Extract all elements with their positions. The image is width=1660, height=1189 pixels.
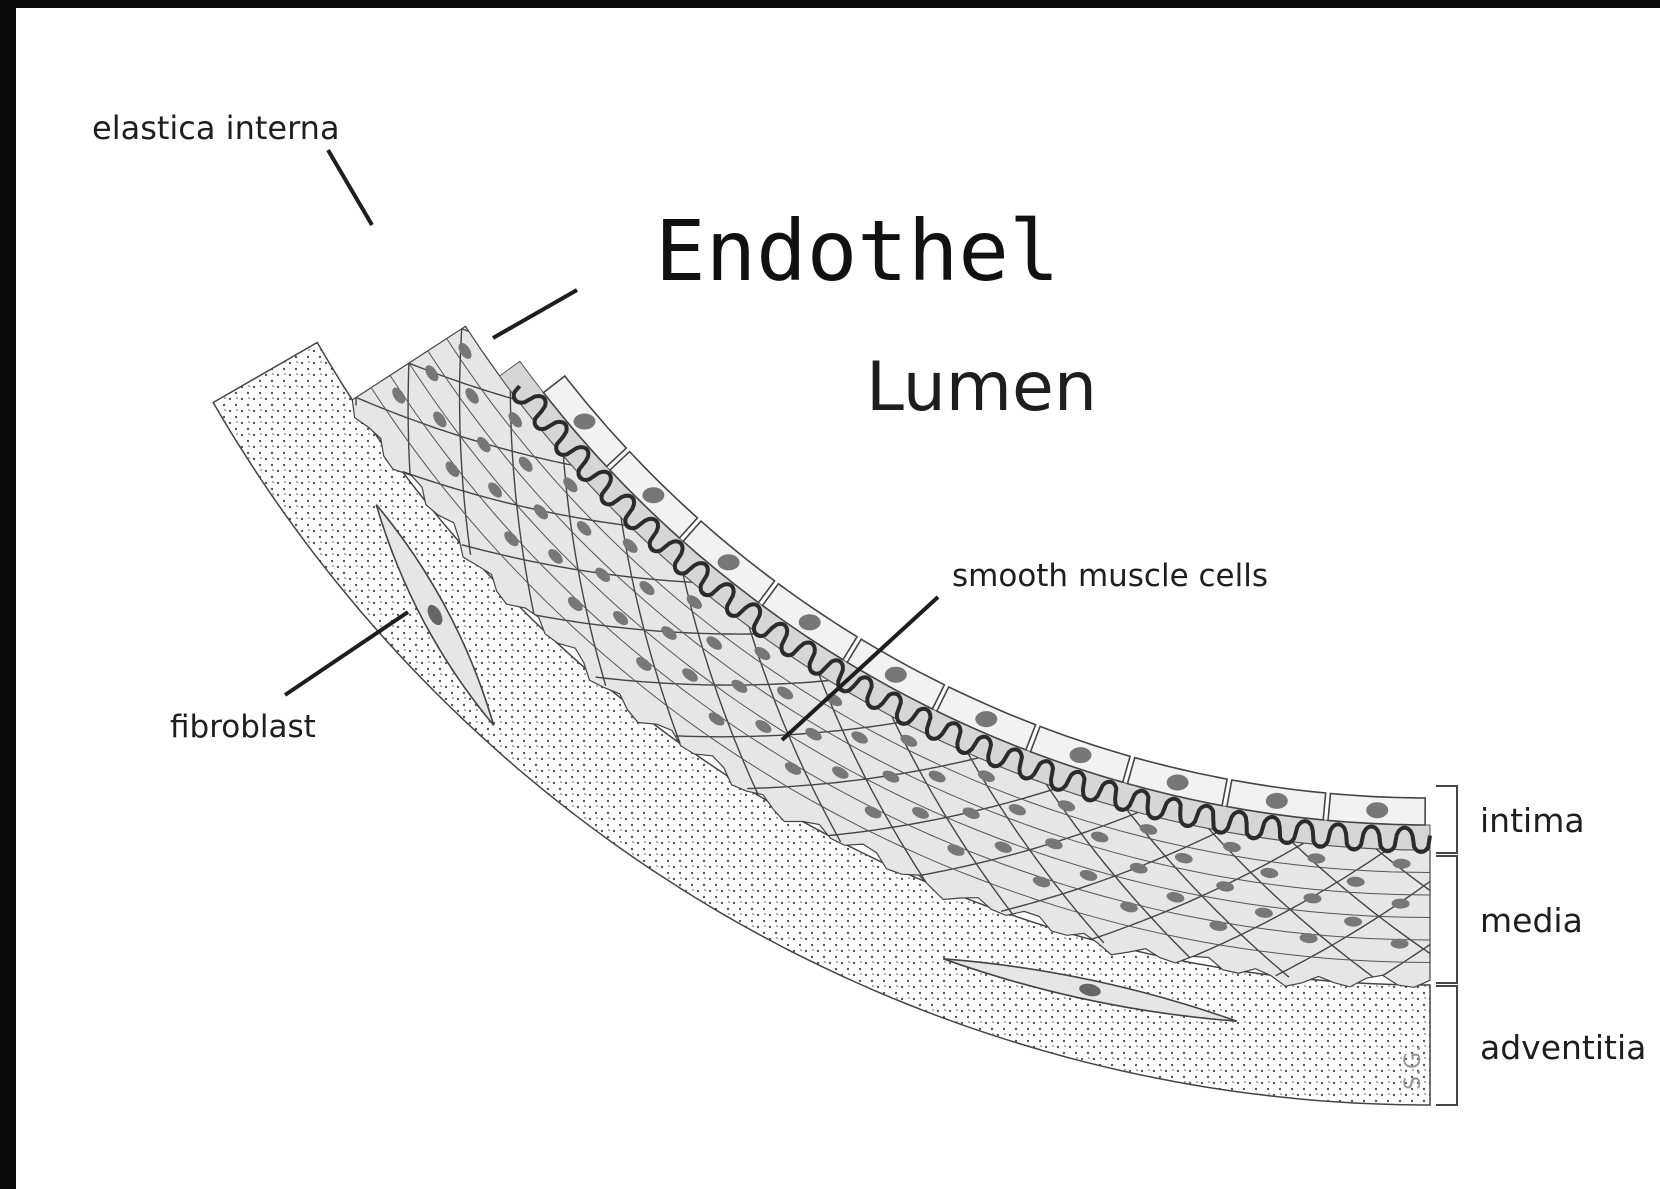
endothelial-nucleus xyxy=(718,554,740,570)
endothelial-nucleus xyxy=(1366,802,1388,818)
muscle-fiber-line xyxy=(172,0,355,107)
endothelial-nucleus xyxy=(799,614,821,630)
media-label: media xyxy=(1480,901,1583,940)
adventitia-label: adventitia xyxy=(1480,1028,1646,1067)
endothelial-nucleus xyxy=(1070,747,1092,763)
elastica-interna-label: elastica interna xyxy=(92,109,340,147)
endothelial-nucleus xyxy=(885,667,907,683)
muscle-fiber-line xyxy=(223,142,425,260)
fibroblast-label: fibroblast xyxy=(170,709,316,745)
endothelial-nucleus xyxy=(574,414,596,430)
intima-label: intima xyxy=(1480,801,1585,840)
intima-bracket xyxy=(1436,786,1457,853)
endothelial-nucleus xyxy=(1167,775,1189,791)
muscle-fiber-line xyxy=(156,0,327,27)
diagram-title: Endothel xyxy=(655,202,1060,300)
lumen-label: Lumen xyxy=(866,348,1097,427)
muscle-fiber-line xyxy=(259,229,469,332)
muscle-fiber-line xyxy=(198,0,290,65)
endothel-leader xyxy=(493,290,577,338)
endothelial-nucleus xyxy=(1266,793,1288,809)
adventitia-bracket xyxy=(1436,986,1457,1105)
media-bracket xyxy=(1436,856,1457,983)
endothelial-nucleus xyxy=(975,711,997,727)
fibroblast-leader xyxy=(285,612,408,695)
artist-signature: S.G. xyxy=(1401,1045,1426,1090)
elastica-interna-leader xyxy=(328,150,372,225)
smooth-muscle-label: smooth muscle cells xyxy=(952,558,1268,594)
endothelial-nucleus xyxy=(642,487,664,503)
